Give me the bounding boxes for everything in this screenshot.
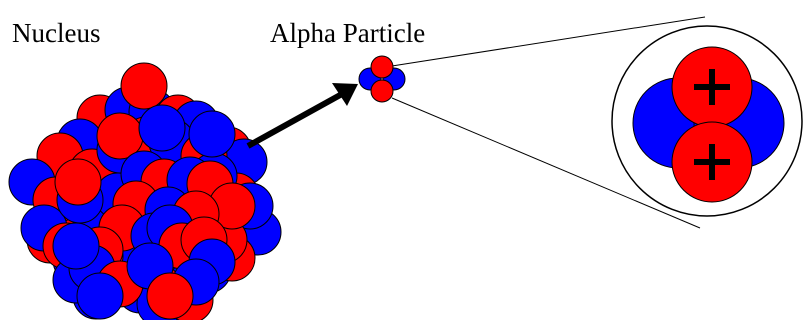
- neutron: [76, 272, 124, 320]
- proton: [120, 62, 168, 110]
- zoom-line-bottom: [391, 97, 701, 229]
- alpha-particle-magnified: [611, 25, 803, 217]
- arrow-head: [332, 83, 358, 106]
- alpha-particle-small: [358, 55, 406, 103]
- emission-arrow: [246, 83, 358, 149]
- proton: [370, 79, 394, 103]
- proton: [54, 158, 102, 206]
- proton: [370, 55, 394, 79]
- neutron: [188, 110, 236, 158]
- zoom-line-top: [391, 16, 706, 67]
- plus-sign-icon: [694, 69, 730, 105]
- neutron: [52, 222, 100, 270]
- neutron: [138, 104, 186, 152]
- proton: [146, 272, 194, 320]
- plus-sign-icon: [694, 144, 730, 180]
- nucleus-cluster: [8, 62, 282, 320]
- arrow-shaft: [246, 91, 344, 149]
- alpha-particle-label: Alpha Particle: [270, 18, 425, 48]
- nucleus-label: Nucleus: [12, 18, 100, 48]
